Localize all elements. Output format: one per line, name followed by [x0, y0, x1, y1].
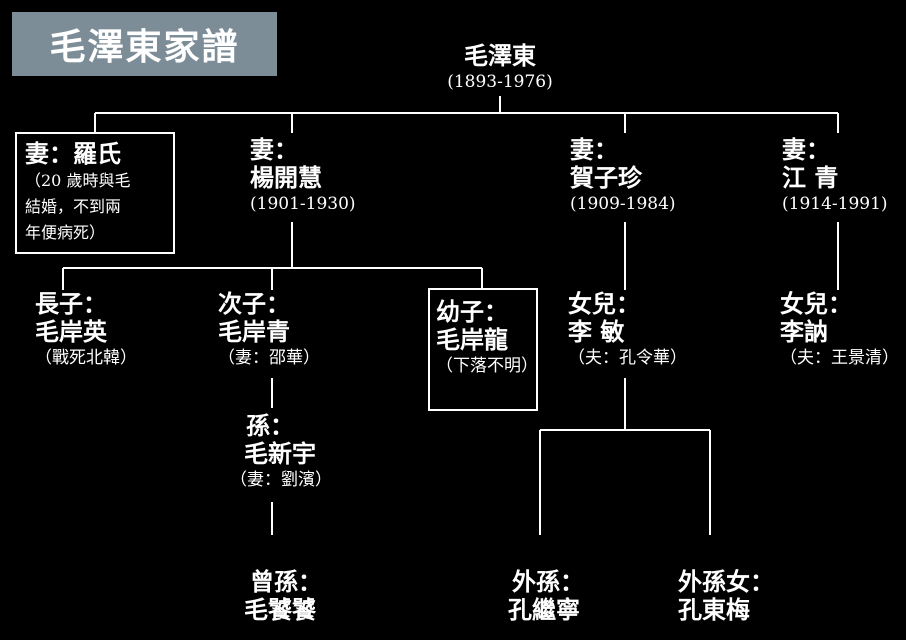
child-limin-label: 女兒：	[568, 290, 640, 318]
grandchild-jining-name: 孔繼寧	[508, 596, 580, 624]
wife-node-he: 妻： 賀子珍 (1909-1984)	[570, 136, 676, 216]
child-node-anqing: 次子： 毛岸青 （妻：邵華）	[218, 290, 320, 370]
wife-luo-note3: 年便病死）	[25, 223, 106, 242]
grandchild-dongmei-label: 外孫女：	[678, 568, 774, 596]
child-limin-name: 李 敏	[568, 318, 625, 346]
wife-he-label: 妻：	[570, 136, 618, 164]
wife-node-luo: 妻：羅氏 （20 歲時與毛 結婚，不到兩 年便病死）	[15, 132, 175, 254]
wife-he-years: (1909-1984)	[570, 194, 676, 214]
child-lina-name: 李訥	[780, 318, 828, 346]
child-anlong-name: 毛岸龍	[436, 326, 508, 354]
root-years: (1893-1976)	[447, 72, 553, 92]
grandchild-xinyu-name: 毛新宇	[244, 440, 316, 468]
child-anying-note: （戰死北韓）	[35, 348, 137, 368]
root-name: 毛澤東	[464, 42, 536, 70]
wife-luo-note1: （20 歲時與毛	[25, 171, 131, 190]
child-anying-label: 長子：	[35, 290, 107, 318]
child-node-limin: 女兒： 李 敏 （夫：孔令華）	[568, 290, 687, 370]
great-grandchild-taotao-label: 曾孫：	[250, 568, 322, 596]
wife-jiang-name: 江 青	[782, 164, 839, 192]
child-anqing-note: （妻：邵華）	[218, 348, 320, 368]
wife-luo-note2: 結婚，不到兩	[25, 197, 122, 216]
child-node-anlong: 幼子： 毛岸龍 （下落不明）	[428, 288, 538, 411]
great-grandchild-taotao-name: 毛饕饕	[244, 596, 316, 624]
root-node: 毛澤東 (1893-1976)	[430, 42, 570, 94]
wife-luo-label: 妻：羅氏	[25, 140, 121, 168]
title-banner: 毛澤東家譜	[12, 12, 277, 76]
child-anlong-note: （下落不明）	[436, 356, 538, 376]
page-title: 毛澤東家譜	[49, 27, 240, 68]
child-anlong-label: 幼子：	[436, 298, 508, 326]
child-anqing-name: 毛岸青	[218, 318, 290, 346]
grandchild-jining-label: 外孫：	[512, 568, 584, 596]
child-anqing-label: 次子：	[218, 290, 290, 318]
grandchild-node-jining: 外孫： 孔繼寧	[508, 568, 584, 624]
child-node-anying: 長子： 毛岸英 （戰死北韓）	[35, 290, 137, 370]
wife-yang-name: 楊開慧	[250, 164, 322, 192]
child-lina-note: （夫：王景清）	[780, 348, 899, 368]
child-lina-label: 女兒：	[780, 290, 852, 318]
child-anying-name: 毛岸英	[35, 318, 107, 346]
child-limin-note: （夫：孔令華）	[568, 348, 687, 368]
wife-node-yang: 妻： 楊開慧 (1901-1930)	[250, 136, 356, 216]
grandchild-node-xinyu: 孫： 毛新宇 （妻：劉濱）	[230, 412, 332, 492]
wife-node-jiang: 妻： 江 青 (1914-1991)	[782, 136, 888, 216]
grandchild-node-dongmei: 外孫女： 孔東梅	[678, 568, 774, 624]
wife-yang-years: (1901-1930)	[250, 194, 356, 214]
wife-he-name: 賀子珍	[570, 164, 642, 192]
wife-jiang-label: 妻：	[782, 136, 830, 164]
grandchild-xinyu-label: 孫：	[246, 412, 294, 440]
wife-yang-label: 妻：	[250, 136, 298, 164]
great-grandchild-node-taotao: 曾孫： 毛饕饕	[244, 568, 322, 624]
grandchild-dongmei-name: 孔東梅	[678, 596, 750, 624]
wife-jiang-years: (1914-1991)	[782, 194, 888, 214]
grandchild-xinyu-note: （妻：劉濱）	[230, 470, 332, 490]
child-node-lina: 女兒： 李訥 （夫：王景清）	[780, 290, 899, 370]
